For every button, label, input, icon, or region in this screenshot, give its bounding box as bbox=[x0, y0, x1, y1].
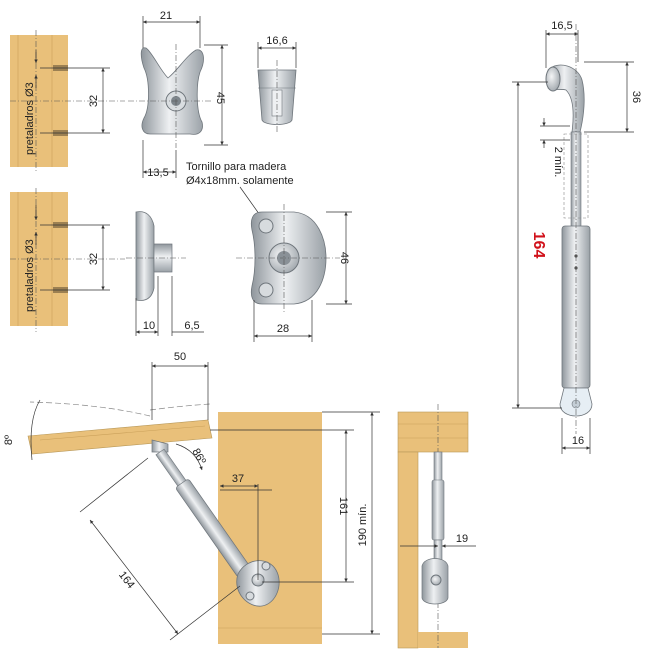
plate-screw-hole-top bbox=[258, 218, 274, 234]
cabinet-side-panel bbox=[218, 412, 322, 644]
side-section-view: 19 bbox=[397, 404, 476, 649]
min-2-label: 2 mín. bbox=[552, 147, 564, 178]
dim-16: 16 bbox=[572, 435, 584, 447]
bracket-top-view: 21 45 13,5 bbox=[128, 10, 228, 179]
dim-32-top: 32 bbox=[88, 95, 100, 107]
dim-161: 161 bbox=[337, 497, 349, 515]
screw-note-line2: Ø4x18mm. solamente bbox=[186, 175, 294, 187]
lid-panel bbox=[28, 420, 212, 454]
cap-part: 16,6 bbox=[257, 35, 297, 134]
dim-86-deg: 86º bbox=[189, 446, 208, 466]
mount-plate-side: 10 6,5 bbox=[126, 211, 204, 336]
pretaladros-label-bottom: pretaladros Ø3 bbox=[24, 239, 36, 312]
dim-6-5: 6,5 bbox=[184, 320, 199, 332]
dim-28: 28 bbox=[277, 323, 289, 335]
drill-plan-bottom: 32 pretaladros Ø3 bbox=[10, 188, 125, 332]
dim-37: 37 bbox=[232, 473, 244, 485]
dim-10: 10 bbox=[143, 320, 155, 332]
dim-164-main: 164 bbox=[530, 232, 547, 259]
pretaladros-label-top: pretaladros Ø3 bbox=[24, 82, 36, 155]
mount-plate-front: 46 28 bbox=[236, 204, 352, 342]
dim-46: 46 bbox=[338, 252, 350, 264]
dim-32-bottom: 32 bbox=[88, 253, 100, 265]
screw-note-line1: Tornillo para madera bbox=[186, 161, 287, 173]
dim-16-5: 16,5 bbox=[551, 20, 572, 32]
section-strut bbox=[421, 451, 449, 605]
dim-8-deg: 8º bbox=[3, 435, 15, 445]
dim-21: 21 bbox=[160, 10, 172, 22]
dim-164-side: 164 bbox=[116, 569, 137, 591]
min-190-label: 190 mín. bbox=[357, 504, 369, 547]
dim-19: 19 bbox=[456, 533, 468, 545]
dim-45: 45 bbox=[214, 92, 226, 104]
gas-strut: 16,5 36 2 mín. 164 16 bbox=[512, 20, 642, 454]
drill-plan-top: 32 pretaladros Ø3 bbox=[10, 30, 125, 172]
plate-screw-hole-bottom bbox=[258, 282, 274, 298]
install-view: 8º 50 86º 37 161 190 mín. 164 bbox=[3, 351, 380, 644]
dim-50: 50 bbox=[174, 351, 186, 363]
dim-16-6: 16,6 bbox=[266, 35, 287, 47]
dim-36: 36 bbox=[630, 91, 642, 103]
dim-13-5: 13,5 bbox=[147, 167, 168, 179]
